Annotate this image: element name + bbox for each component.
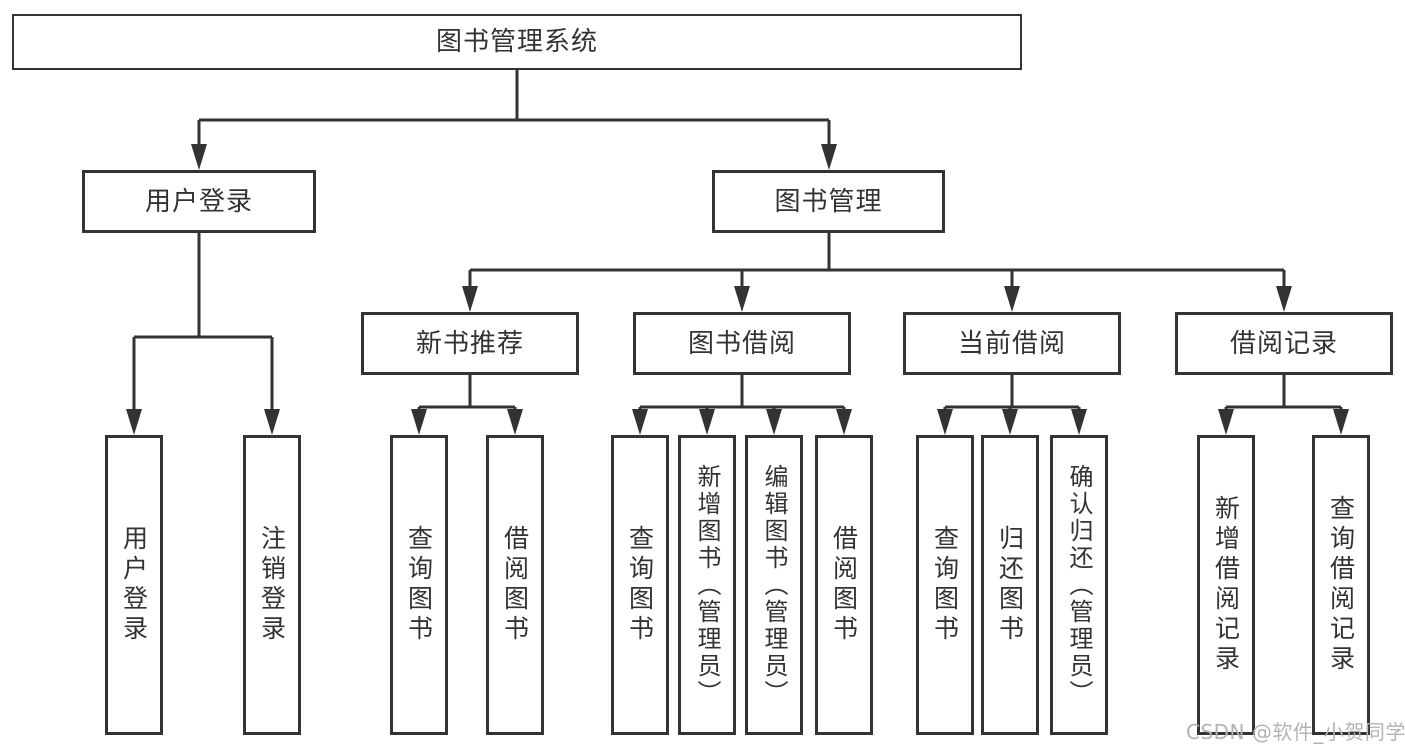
leaf-confirm-return-admin: 确认归还（管理员） [1050,435,1108,735]
node-book-borrow-label: 图书借阅 [687,328,796,359]
leaf-add-borrow-record: 新增借阅记录 [1197,435,1255,735]
leaf-borrow-books-recommend: 借阅图书 [486,435,544,735]
leaf-query-books-current-label: 查询图书 [930,525,960,645]
leaf-borrow-books-recommend-label: 借阅图书 [500,525,530,645]
leaf-query-books-borrow: 查询图书 [611,435,669,735]
node-root-label: 图书管理系统 [435,27,598,57]
leaf-query-books-recommend: 查询图书 [390,435,448,735]
leaf-return-books: 归还图书 [981,435,1039,735]
node-user-login: 用户登录 [82,170,316,233]
node-user-login-label: 用户登录 [144,186,253,217]
leaf-borrow-books: 借阅图书 [815,435,873,735]
leaf-query-books-borrow-label: 查询图书 [625,525,655,645]
node-root-system: 图书管理系统 [12,14,1022,70]
node-borrow-records-label: 借阅记录 [1229,328,1338,359]
leaf-query-borrow-record-label: 查询借阅记录 [1326,495,1356,675]
connector-paths [132,70,1343,416]
node-borrow-records: 借阅记录 [1175,312,1393,375]
leaf-edit-books-admin: 编辑图书（管理员） [745,435,803,735]
node-book-management-label: 图书管理 [774,186,883,217]
leaf-add-books-admin: 新增图书（管理员） [678,435,736,735]
leaf-user-login: 用户登录 [105,435,163,735]
leaf-logout: 注销登录 [243,435,301,735]
arrowheads [126,144,1349,435]
node-current-borrow: 当前借阅 [903,312,1121,375]
node-new-book-recommend-label: 新书推荐 [415,328,524,359]
leaf-borrow-books-label: 借阅图书 [829,525,859,645]
node-new-book-recommend: 新书推荐 [361,312,579,375]
node-book-management: 图书管理 [712,170,945,233]
leaf-user-login-label: 用户登录 [119,525,149,645]
leaf-add-borrow-record-label: 新增借阅记录 [1211,495,1241,675]
leaf-query-borrow-record: 查询借阅记录 [1312,435,1370,735]
leaf-logout-label: 注销登录 [257,525,287,645]
leaf-query-books-recommend-label: 查询图书 [404,525,434,645]
leaf-query-books-current: 查询图书 [916,435,974,735]
leaf-add-books-admin-label: 新增图书（管理员） [693,463,721,707]
leaf-edit-books-admin-label: 编辑图书（管理员） [760,463,788,707]
csdn-watermark: CSDN @软件_小贺同学 [1186,720,1405,744]
node-book-borrow: 图书借阅 [633,312,851,375]
node-current-borrow-label: 当前借阅 [957,328,1066,359]
leaf-return-books-label: 归还图书 [995,525,1025,645]
leaf-confirm-return-admin-label: 确认归还（管理员） [1065,463,1093,707]
